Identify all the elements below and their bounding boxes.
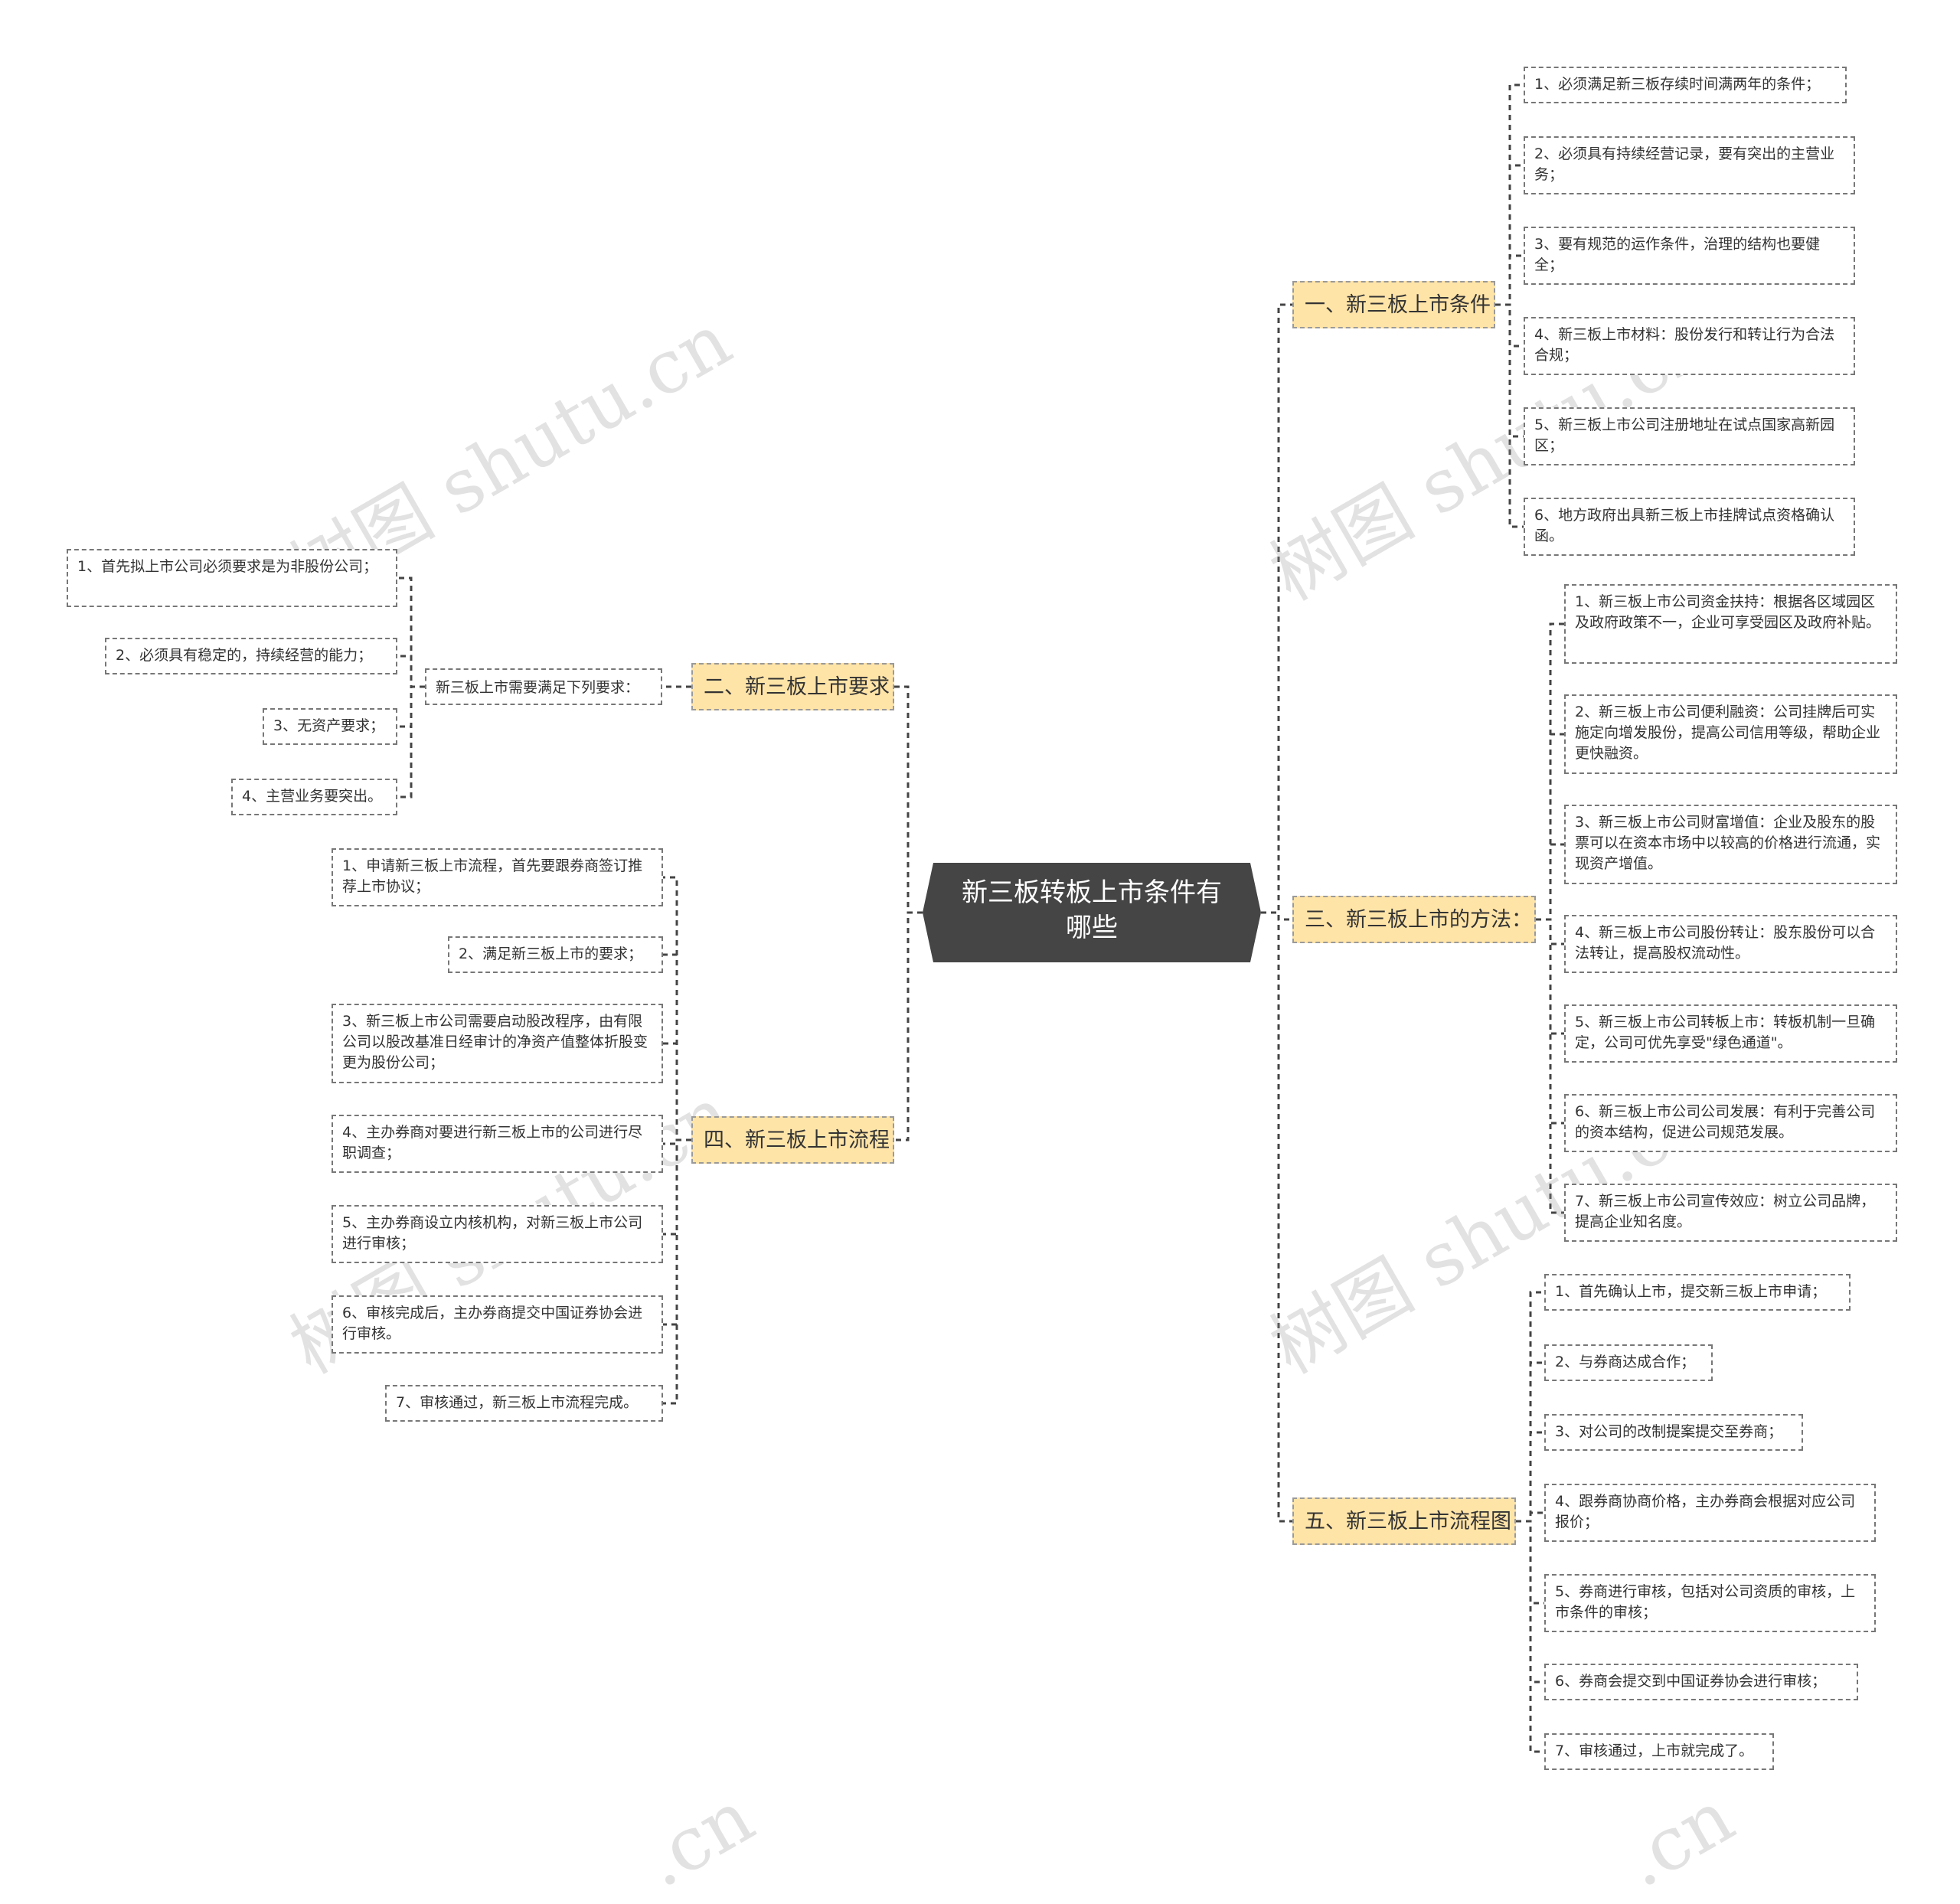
- list-item[interactable]: 3、新三板上市公司需要启动股改程序，由有限公司以股改基准日经审计的净资产值整体折…: [332, 1004, 663, 1083]
- list-item[interactable]: 2、与券商达成合作；: [1544, 1344, 1713, 1381]
- list-item[interactable]: 2、必须具有稳定的，持续经营的能力；: [105, 638, 397, 674]
- connector-line: [663, 1138, 691, 1405]
- connector-line: [1516, 1520, 1544, 1605]
- sub-topic[interactable]: 新三板上市需要满足下列要求：: [425, 668, 662, 705]
- connector-line: [663, 1138, 691, 1145]
- list-item[interactable]: 3、无资产要求；: [263, 708, 397, 745]
- list-item[interactable]: 6、审核完成后，主办券商提交中国证券协会进行审核。: [332, 1295, 663, 1354]
- list-item[interactable]: 6、地方政府出具新三板上市挂牌试点资格确认函。: [1524, 498, 1855, 556]
- list-item[interactable]: 7、审核通过，上市就完成了。: [1544, 1733, 1774, 1770]
- list-item[interactable]: 5、新三板上市公司转板上市：转板机制一旦确定，公司可优先享受"绿色通道"。: [1564, 1004, 1897, 1063]
- list-item[interactable]: 1、首先拟上市公司必须要求是为非股份公司；: [67, 549, 397, 607]
- connector-line: [894, 685, 923, 914]
- connector-line: [1536, 918, 1564, 1214]
- branch-listing-requirements[interactable]: 二、新三板上市要求: [691, 663, 894, 710]
- root-topic[interactable]: 新三板转板上市条件有哪些: [923, 863, 1261, 962]
- list-item[interactable]: 2、必须具有持续经营记录，要有突出的主营业务；: [1524, 136, 1855, 194]
- list-item[interactable]: 4、新三板上市公司股份转让：股东股份可以合法转让，提高股权流动性。: [1564, 915, 1897, 973]
- list-item[interactable]: 6、新三板上市公司公司发展：有利于完善公司的资本结构，促进公司规范发展。: [1564, 1094, 1897, 1152]
- connector-line: [663, 1042, 691, 1141]
- list-item[interactable]: 2、新三板上市公司便利融资：公司挂牌后可实施定向增发股份，提高公司信用等级，帮助…: [1564, 694, 1897, 774]
- list-item[interactable]: 5、新三板上市公司注册地址在试点国家高新园区；: [1524, 407, 1855, 465]
- list-item[interactable]: 5、券商进行审核，包括对公司资质的审核，上市条件的审核；: [1544, 1574, 1876, 1632]
- connector-lines: [397, 83, 1564, 1753]
- connector-line: [397, 685, 425, 799]
- connector-line: [1536, 918, 1564, 945]
- connector-line: [1495, 164, 1524, 306]
- list-item[interactable]: 4、主办券商对要进行新三板上市的公司进行尽职调查；: [332, 1115, 663, 1173]
- connector-line: [1516, 1511, 1544, 1523]
- connector-line: [1495, 303, 1524, 528]
- connector-line: [1261, 303, 1292, 914]
- branch-listing-methods[interactable]: 三、新三板上市的方法：: [1292, 896, 1536, 943]
- connector-line: [894, 911, 923, 1141]
- connector-line: [397, 655, 425, 688]
- list-item[interactable]: 1、首先确认上市，提交新三板上市申请；: [1544, 1274, 1851, 1311]
- list-item[interactable]: 1、新三板上市公司资金扶持：根据各区域园区及政府政策不一，企业可享受园区及政府补…: [1564, 584, 1897, 664]
- list-item[interactable]: 3、对公司的改制提案提交至券商；: [1544, 1414, 1803, 1451]
- connector-line: [1495, 254, 1524, 306]
- connector-line: [1516, 1291, 1544, 1523]
- list-item[interactable]: 4、新三板上市材料：股份发行和转让行为合法合规；: [1524, 317, 1855, 375]
- list-item[interactable]: 7、新三板上市公司宣传效应：树立公司品牌，提高企业知名度。: [1564, 1184, 1897, 1242]
- list-item[interactable]: 1、必须满足新三板存续时间满两年的条件；: [1524, 67, 1847, 103]
- list-item[interactable]: 4、主营业务要突出。: [231, 779, 397, 815]
- connector-line: [663, 876, 691, 1141]
- connector-line: [1516, 1431, 1544, 1523]
- list-item[interactable]: 2、满足新三板上市的要求；: [448, 936, 663, 973]
- list-item[interactable]: 3、要有规范的运作条件，治理的结构也要健全；: [1524, 227, 1855, 285]
- list-item[interactable]: 1、申请新三板上市流程，首先要跟券商签订推荐上市协议；: [332, 848, 663, 906]
- branch-listing-process[interactable]: 四、新三板上市流程: [691, 1116, 894, 1164]
- list-item[interactable]: 4、跟券商协商价格，主办券商会根据对应公司报价；: [1544, 1484, 1876, 1542]
- connector-line: [1516, 1520, 1544, 1753]
- list-item[interactable]: 7、审核通过，新三板上市流程完成。: [385, 1385, 663, 1422]
- connector-line: [1536, 843, 1564, 921]
- list-item[interactable]: 5、主办券商设立内核机构，对新三板上市公司进行审核；: [332, 1205, 663, 1263]
- connector-line: [397, 576, 425, 688]
- list-item[interactable]: 3、新三板上市公司财富增值：企业及股东的股票可以在资本市场中以较高的价格进行流通…: [1564, 805, 1897, 884]
- branch-listing-flowchart[interactable]: 五、新三板上市流程图: [1292, 1497, 1516, 1545]
- branch-listing-conditions[interactable]: 一、新三板上市条件: [1292, 281, 1495, 328]
- connector-line: [1261, 911, 1292, 1523]
- list-item[interactable]: 6、券商会提交到中国证券协会进行审核；: [1544, 1664, 1858, 1700]
